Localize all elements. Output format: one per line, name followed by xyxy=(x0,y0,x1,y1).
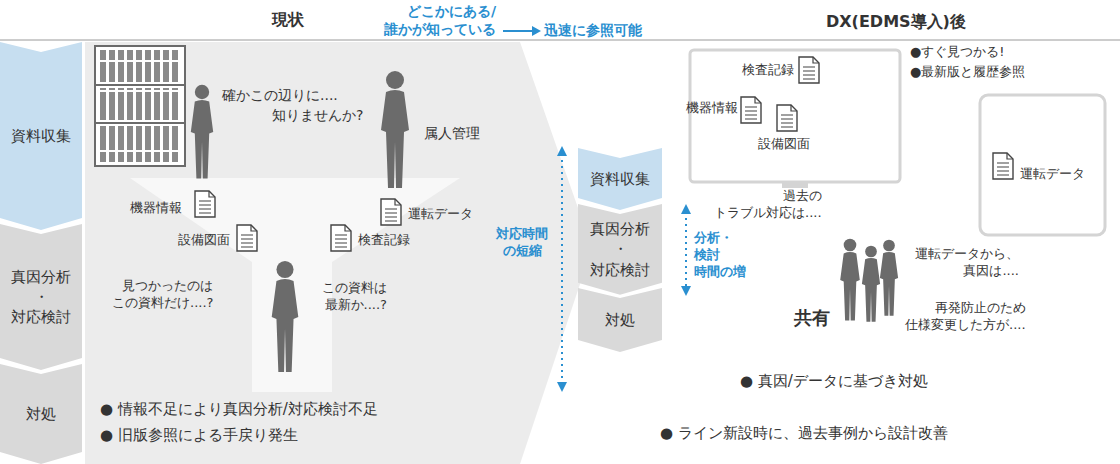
text-label: 運転データ xyxy=(408,206,473,223)
text-label: 過去の トラブル対応は.... xyxy=(714,188,822,222)
phase-label: 真因分析 ・ 対応検討 xyxy=(11,267,71,328)
text-label: 共有 xyxy=(794,306,830,329)
text-label: 機器情報 xyxy=(686,100,738,117)
text-label: ● 旧版参照による手戻り発生 xyxy=(100,426,298,446)
text-label: 運転データから、 真因は.... xyxy=(915,246,1019,280)
text-label: ●最新版と履歴参照 xyxy=(910,64,1025,81)
phase-box: 資料収集 xyxy=(578,148,662,210)
phase-label: 真因分析 ・ 対応検討 xyxy=(590,219,650,280)
phase-box: 真因分析 ・ 対応検討 xyxy=(0,224,82,370)
text-label: ● ライン新設時に、過去事例から設計改善 xyxy=(660,424,948,444)
phase-box: 真因分析 ・ 対応検討 xyxy=(578,204,662,295)
phase-label: 資料収集 xyxy=(11,126,71,146)
phase-box: 対処 xyxy=(0,364,82,464)
text-label: DX(EDMS導入)後 xyxy=(826,12,966,33)
phase-label: 資料収集 xyxy=(590,169,650,189)
emphasis-label: 分析・検討 時間の増 xyxy=(694,230,746,281)
phase-box: 資料収集 xyxy=(0,42,82,230)
text-label: ●すぐ見つかる! xyxy=(910,44,1005,61)
text-label: 設備図面 xyxy=(758,136,810,153)
phase-label: 対処 xyxy=(605,310,635,330)
emphasis-label: どこかにある/ 誰かが知っている xyxy=(384,2,496,38)
text-label: 知りませんか? xyxy=(272,106,363,124)
text-label: 設備図面 xyxy=(178,232,230,249)
text-label: 確かこの辺りに.... xyxy=(222,86,338,104)
emphasis-label: 迅速に参照可能 xyxy=(544,21,642,39)
phase-box: 対処 xyxy=(578,288,662,352)
text-label: 運転データ xyxy=(1020,166,1085,183)
text-label: この資料は 最新か....? xyxy=(322,280,387,314)
text-label: 現状 xyxy=(272,10,304,31)
text-label: 再発防止のため 仕様変更した方が.... xyxy=(905,300,1026,334)
text-label: 検査記録 xyxy=(742,62,794,79)
text-label: 機器情報 xyxy=(130,200,182,217)
text-label: ● 情報不足により真因分析/対応検討不足 xyxy=(100,400,378,420)
emphasis-label: 対応時間 の短縮 xyxy=(496,226,548,260)
text-label: ● 真因/データに基づき対処 xyxy=(740,372,928,392)
text-label: 見つかったのは この資料だけ....? xyxy=(112,278,213,312)
phase-label: 対処 xyxy=(26,404,56,424)
text-label: 検査記録 xyxy=(358,232,410,249)
text-label: 属人管理 xyxy=(424,124,480,142)
